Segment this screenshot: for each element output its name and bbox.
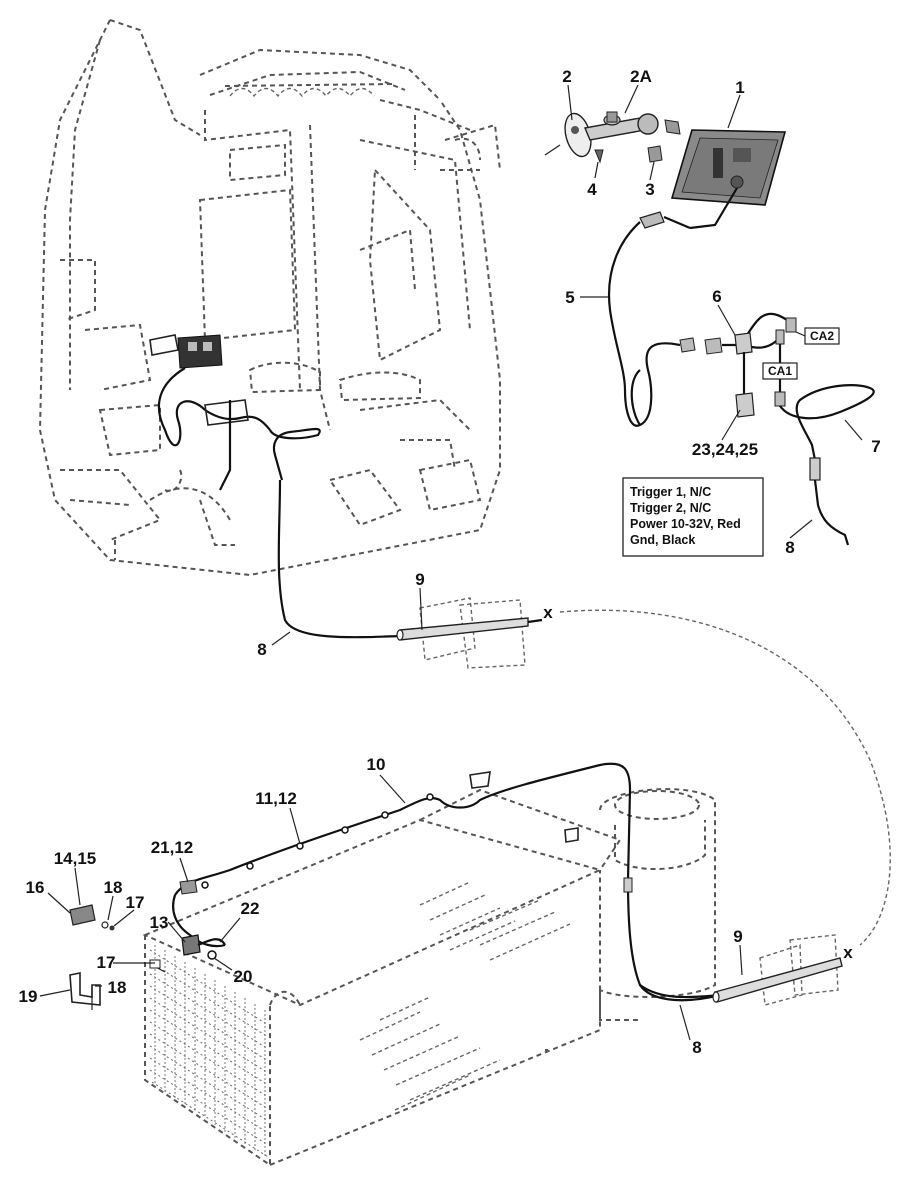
callout-3: 3 bbox=[645, 180, 654, 199]
cable-8-bottom-run bbox=[639, 984, 721, 999]
bracket-19 bbox=[69, 972, 101, 1010]
callout-14-15: 14,15 bbox=[54, 849, 97, 868]
callout-2a: 2A bbox=[630, 67, 652, 86]
callout-9-bottom: 9 bbox=[733, 927, 742, 946]
routing-link-arc bbox=[559, 609, 891, 946]
monitor-exploded-view bbox=[544, 111, 875, 557]
callout-19: 19 bbox=[19, 987, 38, 1006]
connector-label-ca1: CA1 bbox=[762, 362, 798, 380]
callout-6: 6 bbox=[712, 287, 721, 306]
bracket-16 bbox=[69, 904, 115, 931]
leader-lines bbox=[39, 84, 863, 1041]
conduit-9-top bbox=[396, 597, 543, 669]
callout-10: 10 bbox=[367, 755, 386, 774]
callout-x-bottom: x bbox=[843, 943, 853, 962]
callout-16: 16 bbox=[26, 878, 45, 897]
cabinet-outline bbox=[142, 788, 716, 1167]
callout-8-bottom: 8 bbox=[692, 1038, 701, 1057]
wiring-note: Trigger 1, N/C Trigger 2, N/C Power 10-3… bbox=[630, 485, 741, 547]
cabinet-grille bbox=[149, 945, 269, 1158]
callout-7: 7 bbox=[871, 437, 880, 456]
cable-10-route bbox=[172, 762, 721, 1002]
callout-4: 4 bbox=[587, 180, 597, 199]
callout-21-12: 21,12 bbox=[151, 838, 194, 857]
cab-monitor-assembly bbox=[149, 334, 321, 491]
callout-1: 1 bbox=[735, 78, 744, 97]
cabinet-vents bbox=[359, 881, 571, 1111]
svg-text:Power 10-32V, Red: Power 10-32V, Red bbox=[630, 517, 741, 531]
callout-22: 22 bbox=[241, 899, 260, 918]
callout-5: 5 bbox=[565, 288, 574, 307]
callout-23-24-25: 23,24,25 bbox=[692, 440, 758, 459]
callout-8-top-right: 8 bbox=[785, 538, 794, 557]
connector-label-ca2: CA2 bbox=[804, 327, 840, 345]
svg-text:Gnd, Black: Gnd, Black bbox=[630, 533, 695, 547]
callout-9-top: 9 bbox=[415, 570, 424, 589]
callout-17-a: 17 bbox=[126, 893, 145, 912]
callout-18-b: 18 bbox=[108, 978, 127, 997]
conduit-9-bottom bbox=[712, 934, 843, 1006]
callout-18-a: 18 bbox=[104, 878, 123, 897]
svg-text:Trigger 1, N/C: Trigger 1, N/C bbox=[630, 485, 711, 499]
callout-17-b: 17 bbox=[97, 953, 116, 972]
operator-cab-outline bbox=[38, 19, 501, 577]
callout-x-top: x bbox=[543, 603, 553, 622]
callout-2: 2 bbox=[562, 67, 571, 86]
callout-20: 20 bbox=[234, 967, 253, 986]
callout-13: 13 bbox=[150, 913, 169, 932]
callout-8-top-left: 8 bbox=[257, 640, 266, 659]
callout-labels: 1 2 2A 3 4 5 6 7 8 23,24,25 9 8 x 10 11,… bbox=[19, 67, 881, 1057]
callout-11-12: 11,12 bbox=[255, 789, 297, 808]
svg-text:CA1: CA1 bbox=[768, 364, 792, 378]
svg-text:Trigger 2, N/C: Trigger 2, N/C bbox=[630, 501, 711, 515]
cable-8-cab-run bbox=[277, 479, 401, 639]
svg-text:CA2: CA2 bbox=[810, 329, 834, 343]
